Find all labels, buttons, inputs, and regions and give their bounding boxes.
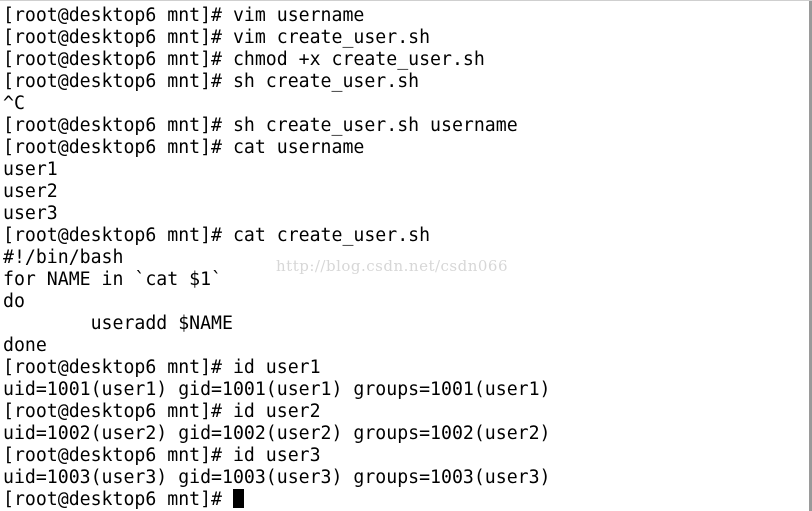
terminal-line: [root@desktop6 mnt]# sh create_user.sh <box>3 71 420 92</box>
terminal-line: [root@desktop6 mnt]# chmod +x create_use… <box>3 49 485 70</box>
terminal-line: [root@desktop6 mnt]# id user3 <box>3 445 321 466</box>
terminal-line: user2 <box>3 181 58 202</box>
scrollbar[interactable] <box>809 1 812 511</box>
terminal-line: user1 <box>3 159 58 180</box>
terminal-line: uid=1003(user3) gid=1003(user3) groups=1… <box>3 467 551 488</box>
terminal-line: user3 <box>3 203 58 224</box>
terminal-line: do <box>3 291 25 312</box>
terminal-line: uid=1002(user2) gid=1002(user2) groups=1… <box>3 423 551 444</box>
terminal-line: [root@desktop6 mnt]# id user1 <box>3 357 321 378</box>
terminal-prompt: [root@desktop6 mnt]# <box>3 489 233 510</box>
terminal-line: [root@desktop6 mnt]# cat username <box>3 137 365 158</box>
terminal-line: uid=1001(user1) gid=1001(user1) groups=1… <box>3 379 551 400</box>
text-cursor <box>232 489 244 508</box>
terminal-line: done <box>3 335 47 356</box>
terminal-line: ^C <box>3 93 25 114</box>
terminal-line: [root@desktop6 mnt]# sh create_user.sh u… <box>3 115 518 136</box>
watermark-url: http://blog.csdn.net/csdn066 <box>276 257 509 275</box>
terminal-line: [root@desktop6 mnt]# vim create_user.sh <box>3 27 431 48</box>
terminal-line: #!/bin/bash <box>3 247 124 268</box>
terminal-prompt-line[interactable]: [root@desktop6 mnt]# <box>3 489 803 511</box>
terminal-line: [root@desktop6 mnt]# vim username <box>3 5 365 26</box>
terminal-line: [root@desktop6 mnt]# cat create_user.sh <box>3 225 431 246</box>
terminal-line: useradd $NAME <box>3 313 233 334</box>
terminal-line: for NAME in `cat $1` <box>3 269 222 290</box>
terminal-line: [root@desktop6 mnt]# id user2 <box>3 401 321 422</box>
terminal-output[interactable]: [root@desktop6 mnt]# vim username [root@… <box>3 5 803 511</box>
